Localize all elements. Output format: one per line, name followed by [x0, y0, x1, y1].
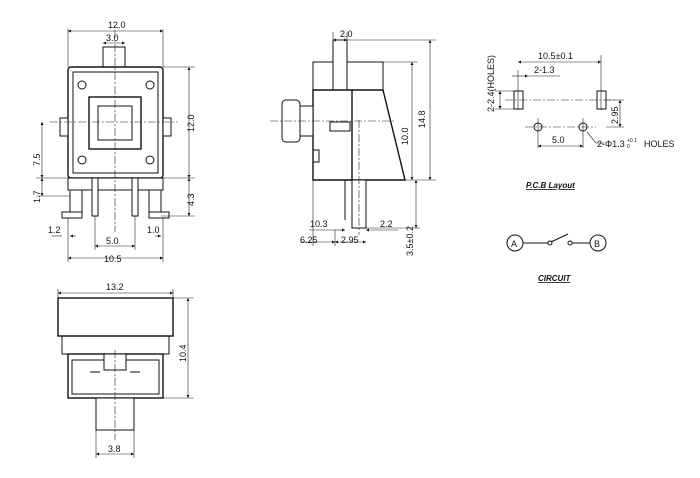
pcb-round-holes-label: 2-Φ1.3 [597, 139, 625, 149]
dim-pin-offset-left: 1.2 [48, 225, 61, 235]
bottom-body [57, 297, 174, 337]
side-view: 2.0 14.8 10.0 3.5±0.2 10.3 2.2 6.25 2.95 [270, 29, 436, 256]
bottom-view: 13.2 10.4 3.8 [57, 282, 194, 458]
pcb-round-holes-tol: +0.1 [627, 138, 637, 144]
dim-pin-length: 3.5±0.2 [405, 226, 415, 256]
terminal-b: B [594, 239, 600, 249]
pcb-hole-pitch: 5.0 [552, 135, 565, 145]
pcb-hole-label: 2-2.4(HOLES) [486, 55, 496, 112]
dim-pin-height-left: 1.7 [32, 190, 42, 203]
pin-right [148, 189, 162, 213]
pcb-layout: 10.5±0.1 2-1.3 2-2.4(HOLES) 2.95 5.0 2-Φ… [486, 51, 675, 190]
side-plunger [332, 39, 348, 91]
dim-overall-width: 10.5 [104, 254, 122, 264]
dim-pin-offset-right: 1.0 [147, 225, 160, 235]
circuit-diagram: A B CIRCUIT [506, 233, 607, 283]
dim-a: 10.3 [310, 219, 328, 229]
dim-c: 2.95 [341, 235, 359, 245]
circuit-title: CIRCUIT [538, 274, 572, 283]
pcb-slot-label: 2-1.3 [534, 65, 555, 75]
dim-height-total: 14.8 [417, 110, 427, 128]
dim-pin-height-right: 4.3 [186, 193, 196, 206]
pin-left [69, 189, 83, 213]
pcb-round-holes-suffix: HOLES [644, 139, 675, 149]
pcb-title: P.C.B Layout [526, 181, 575, 190]
dim-plunger-width: 3.0 [106, 33, 119, 43]
dim-height-right: 12.0 [186, 114, 196, 132]
switch-body [67, 66, 164, 179]
pcb-pitch: 10.5±0.1 [538, 51, 573, 61]
pcb-round-holes-tol2: 0 [627, 144, 630, 150]
dim-height-left: 7.5 [32, 153, 42, 166]
terminal-a: A [511, 239, 517, 249]
dim-pin-pitch: 5.0 [106, 236, 119, 246]
terminal-b-circle [589, 234, 607, 252]
front-view: 12.0 3.0 12.0 4.3 7.5 1.7 1.2 5.0 1.0 [32, 20, 196, 264]
dim-bottom-height: 10.4 [178, 344, 188, 362]
dim-plunger-thickness: 2.0 [340, 29, 353, 39]
dim-width-top: 12.0 [108, 20, 126, 30]
dim-b: 6.25 [300, 235, 318, 245]
dim-height-body: 10.0 [400, 127, 410, 145]
plunger-top [102, 46, 126, 68]
switch-contact [550, 233, 569, 243]
pcb-slot-height: 2.95 [610, 106, 620, 124]
dim-d: 2.2 [380, 219, 393, 229]
dim-bottom-plunger: 3.8 [108, 444, 121, 454]
dim-bottom-width: 13.2 [106, 282, 124, 292]
